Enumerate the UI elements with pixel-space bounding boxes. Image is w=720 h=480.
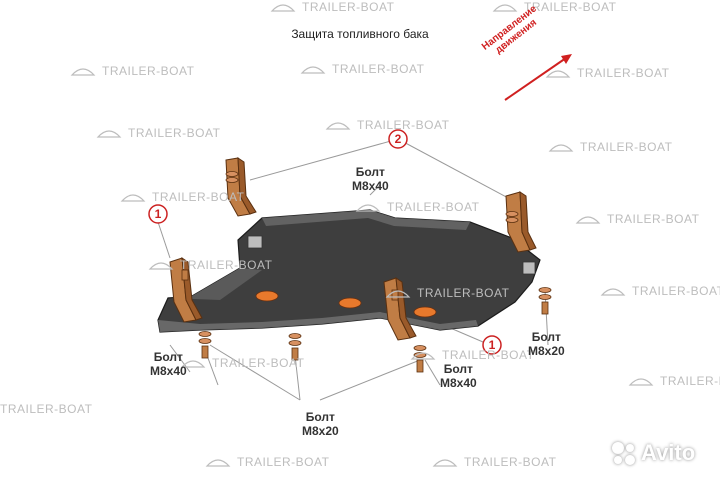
callout-circle-2 (388, 129, 408, 149)
watermark: TRAILER-BOAT (545, 66, 669, 81)
callouts: 1 2 1 (148, 129, 502, 355)
avito-dots-icon (612, 442, 638, 466)
avito-wordmark: Avito (641, 440, 696, 465)
watermark: TRAILER-BOAT (575, 212, 699, 227)
diagram-title: Защита топливного бака (291, 27, 429, 41)
watermark: TRAILER-BOAT (355, 200, 479, 215)
watermark: TRAILER-BOAT (70, 64, 194, 79)
bolt-label: Болт М8х40 (352, 165, 389, 193)
watermark: TRAILER-BOAT (270, 0, 394, 15)
bolts (181, 171, 552, 373)
watermark: TRAILER-BOAT (120, 190, 244, 205)
bolt-label: Болт М8х40 (440, 362, 477, 390)
callout-number-1: 1 (155, 207, 162, 221)
watermark: TRAILER-BOAT (548, 140, 672, 155)
watermark: TRAILER-BOAT (600, 284, 720, 299)
watermark: TRAILER-BOAT (325, 118, 449, 133)
skid-plate (157, 209, 541, 333)
callout-number-2: 2 (395, 132, 402, 146)
watermark: TRAILER-BOAT (205, 455, 329, 470)
bolt-label: Болт М8х20 (528, 330, 565, 358)
watermark: TRAILER-BOAT (628, 374, 720, 389)
watermark: TRAILER-BOAT (300, 62, 424, 77)
callout-number-3: 1 (489, 338, 496, 352)
mounting-holes (255, 290, 437, 318)
watermark: TRAILER-BOAT (96, 126, 220, 141)
watermark: TRAILER-BOAT (432, 455, 556, 470)
leader-lines (157, 138, 549, 401)
watermark: TRAILER-BOAT (492, 0, 616, 15)
callout-circle-1 (148, 204, 168, 224)
watermark: TRAILER-BOAT (410, 348, 534, 363)
watermark: TRAILER-BOAT (180, 356, 304, 371)
bolt-label: Болт М8х20 (302, 410, 339, 438)
watermark: TRAILER-BOAT (385, 286, 509, 301)
bolt-label: Болт М8х40 (150, 350, 187, 378)
avito-logo: Avito (612, 440, 695, 466)
direction-arrow (504, 54, 572, 101)
watermark: TRAILER-BOAT (148, 258, 272, 273)
callout-circle-3 (482, 335, 502, 355)
watermark: TRAILER-BOAT (0, 402, 93, 416)
